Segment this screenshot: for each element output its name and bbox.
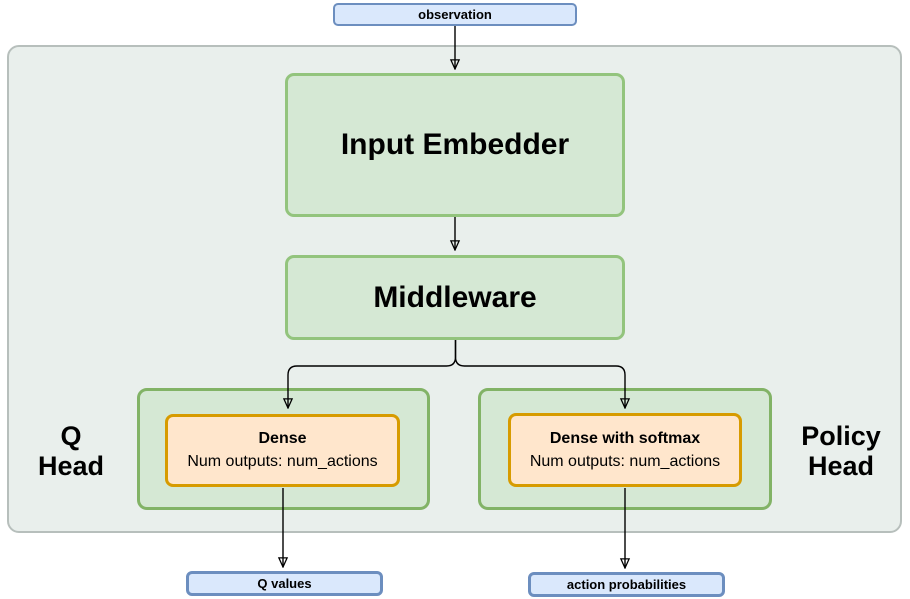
policy-head-label-line2: Head — [807, 451, 875, 481]
middleware-label: Middleware — [373, 280, 537, 314]
policy-dense-subtitle: Num outputs: num_actions — [529, 452, 721, 470]
policy-dense-title: Dense with softmax — [549, 429, 701, 447]
q-head-label-line2: Head — [37, 451, 105, 481]
q-values-box: Q values — [186, 571, 383, 596]
observation-label: observation — [418, 7, 492, 22]
input-embedder-label: Input Embedder — [340, 128, 570, 161]
q-head-label: Q Head — [16, 421, 126, 481]
action-probabilities-box: action probabilities — [528, 572, 725, 597]
policy-head-label: Policy Head — [784, 421, 898, 481]
observation-box: observation — [333, 3, 577, 26]
policy-head-label-line1: Policy — [801, 421, 881, 451]
q-dense-box: Dense Num outputs: num_actions — [165, 414, 400, 487]
action-probabilities-label: action probabilities — [566, 577, 687, 592]
q-dense-title: Dense — [258, 430, 307, 447]
q-values-label: Q values — [257, 576, 312, 591]
middleware-box: Middleware — [285, 255, 625, 340]
q-head-label-line1: Q — [60, 421, 82, 451]
input-embedder-box: Input Embedder — [285, 73, 625, 217]
policy-dense-box: Dense with softmax Num outputs: num_acti… — [508, 413, 742, 487]
q-dense-subtitle: Num outputs: num_actions — [187, 453, 378, 470]
